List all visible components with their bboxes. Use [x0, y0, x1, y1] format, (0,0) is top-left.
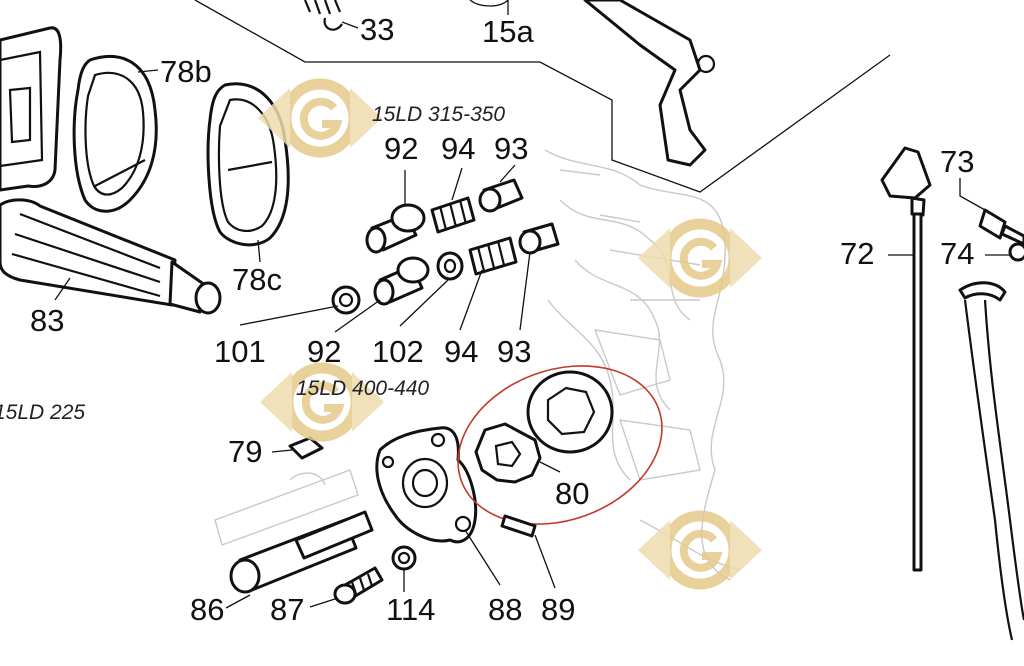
label-92-lower: 92	[307, 334, 342, 369]
label-88: 88	[488, 592, 523, 627]
label-94-upper: 94	[441, 131, 476, 166]
label-72: 72	[840, 236, 875, 271]
label-80: 80	[555, 476, 590, 511]
label-92-upper: 92	[384, 131, 419, 166]
washer-114	[391, 545, 417, 592]
label-101: 101	[214, 334, 266, 369]
dipstick-72	[880, 146, 932, 572]
tube-74	[958, 242, 1024, 641]
valve-row-lower	[331, 222, 560, 315]
engine-ghost-outline	[214, 149, 741, 581]
label-102: 102	[372, 334, 424, 369]
leader-lines-misc	[54, 69, 261, 301]
key-79	[271, 436, 324, 460]
leader-lines-valves	[239, 164, 531, 333]
pump-body-88	[375, 426, 501, 586]
bolt-73	[959, 178, 1024, 246]
model-caption-400-440: 15LD 400-440	[296, 377, 430, 400]
label-33: 33	[360, 12, 395, 47]
label-114: 114	[386, 592, 436, 627]
screw-87	[309, 566, 384, 608]
roller-83	[0, 198, 222, 315]
label-93-upper: 93	[494, 131, 529, 166]
label-78b: 78b	[160, 54, 212, 89]
label-86: 86	[190, 592, 225, 627]
label-73: 73	[940, 144, 975, 179]
pin-89	[500, 514, 556, 589]
label-94-lower: 94	[444, 334, 479, 369]
valve-row-upper	[365, 178, 524, 254]
frame-lines	[194, 0, 891, 193]
model-caption-225: 15LD 225	[0, 401, 86, 424]
lever-15a	[469, 0, 716, 167]
label-87: 87	[270, 592, 305, 627]
rotor-80	[457, 365, 663, 525]
label-79: 79	[228, 434, 263, 469]
label-93-lower: 93	[497, 334, 532, 369]
model-caption-315-350: 15LD 315-350	[372, 103, 506, 126]
label-15a: 15a	[482, 14, 534, 49]
gasket-plate-left	[0, 26, 63, 192]
spring-33	[303, 0, 359, 31]
label-74: 74	[940, 236, 975, 271]
shaft-86	[225, 510, 374, 609]
label-83: 83	[30, 303, 65, 338]
label-78c: 78c	[232, 262, 282, 297]
label-89: 89	[541, 592, 576, 627]
gasket-78b	[72, 55, 158, 213]
